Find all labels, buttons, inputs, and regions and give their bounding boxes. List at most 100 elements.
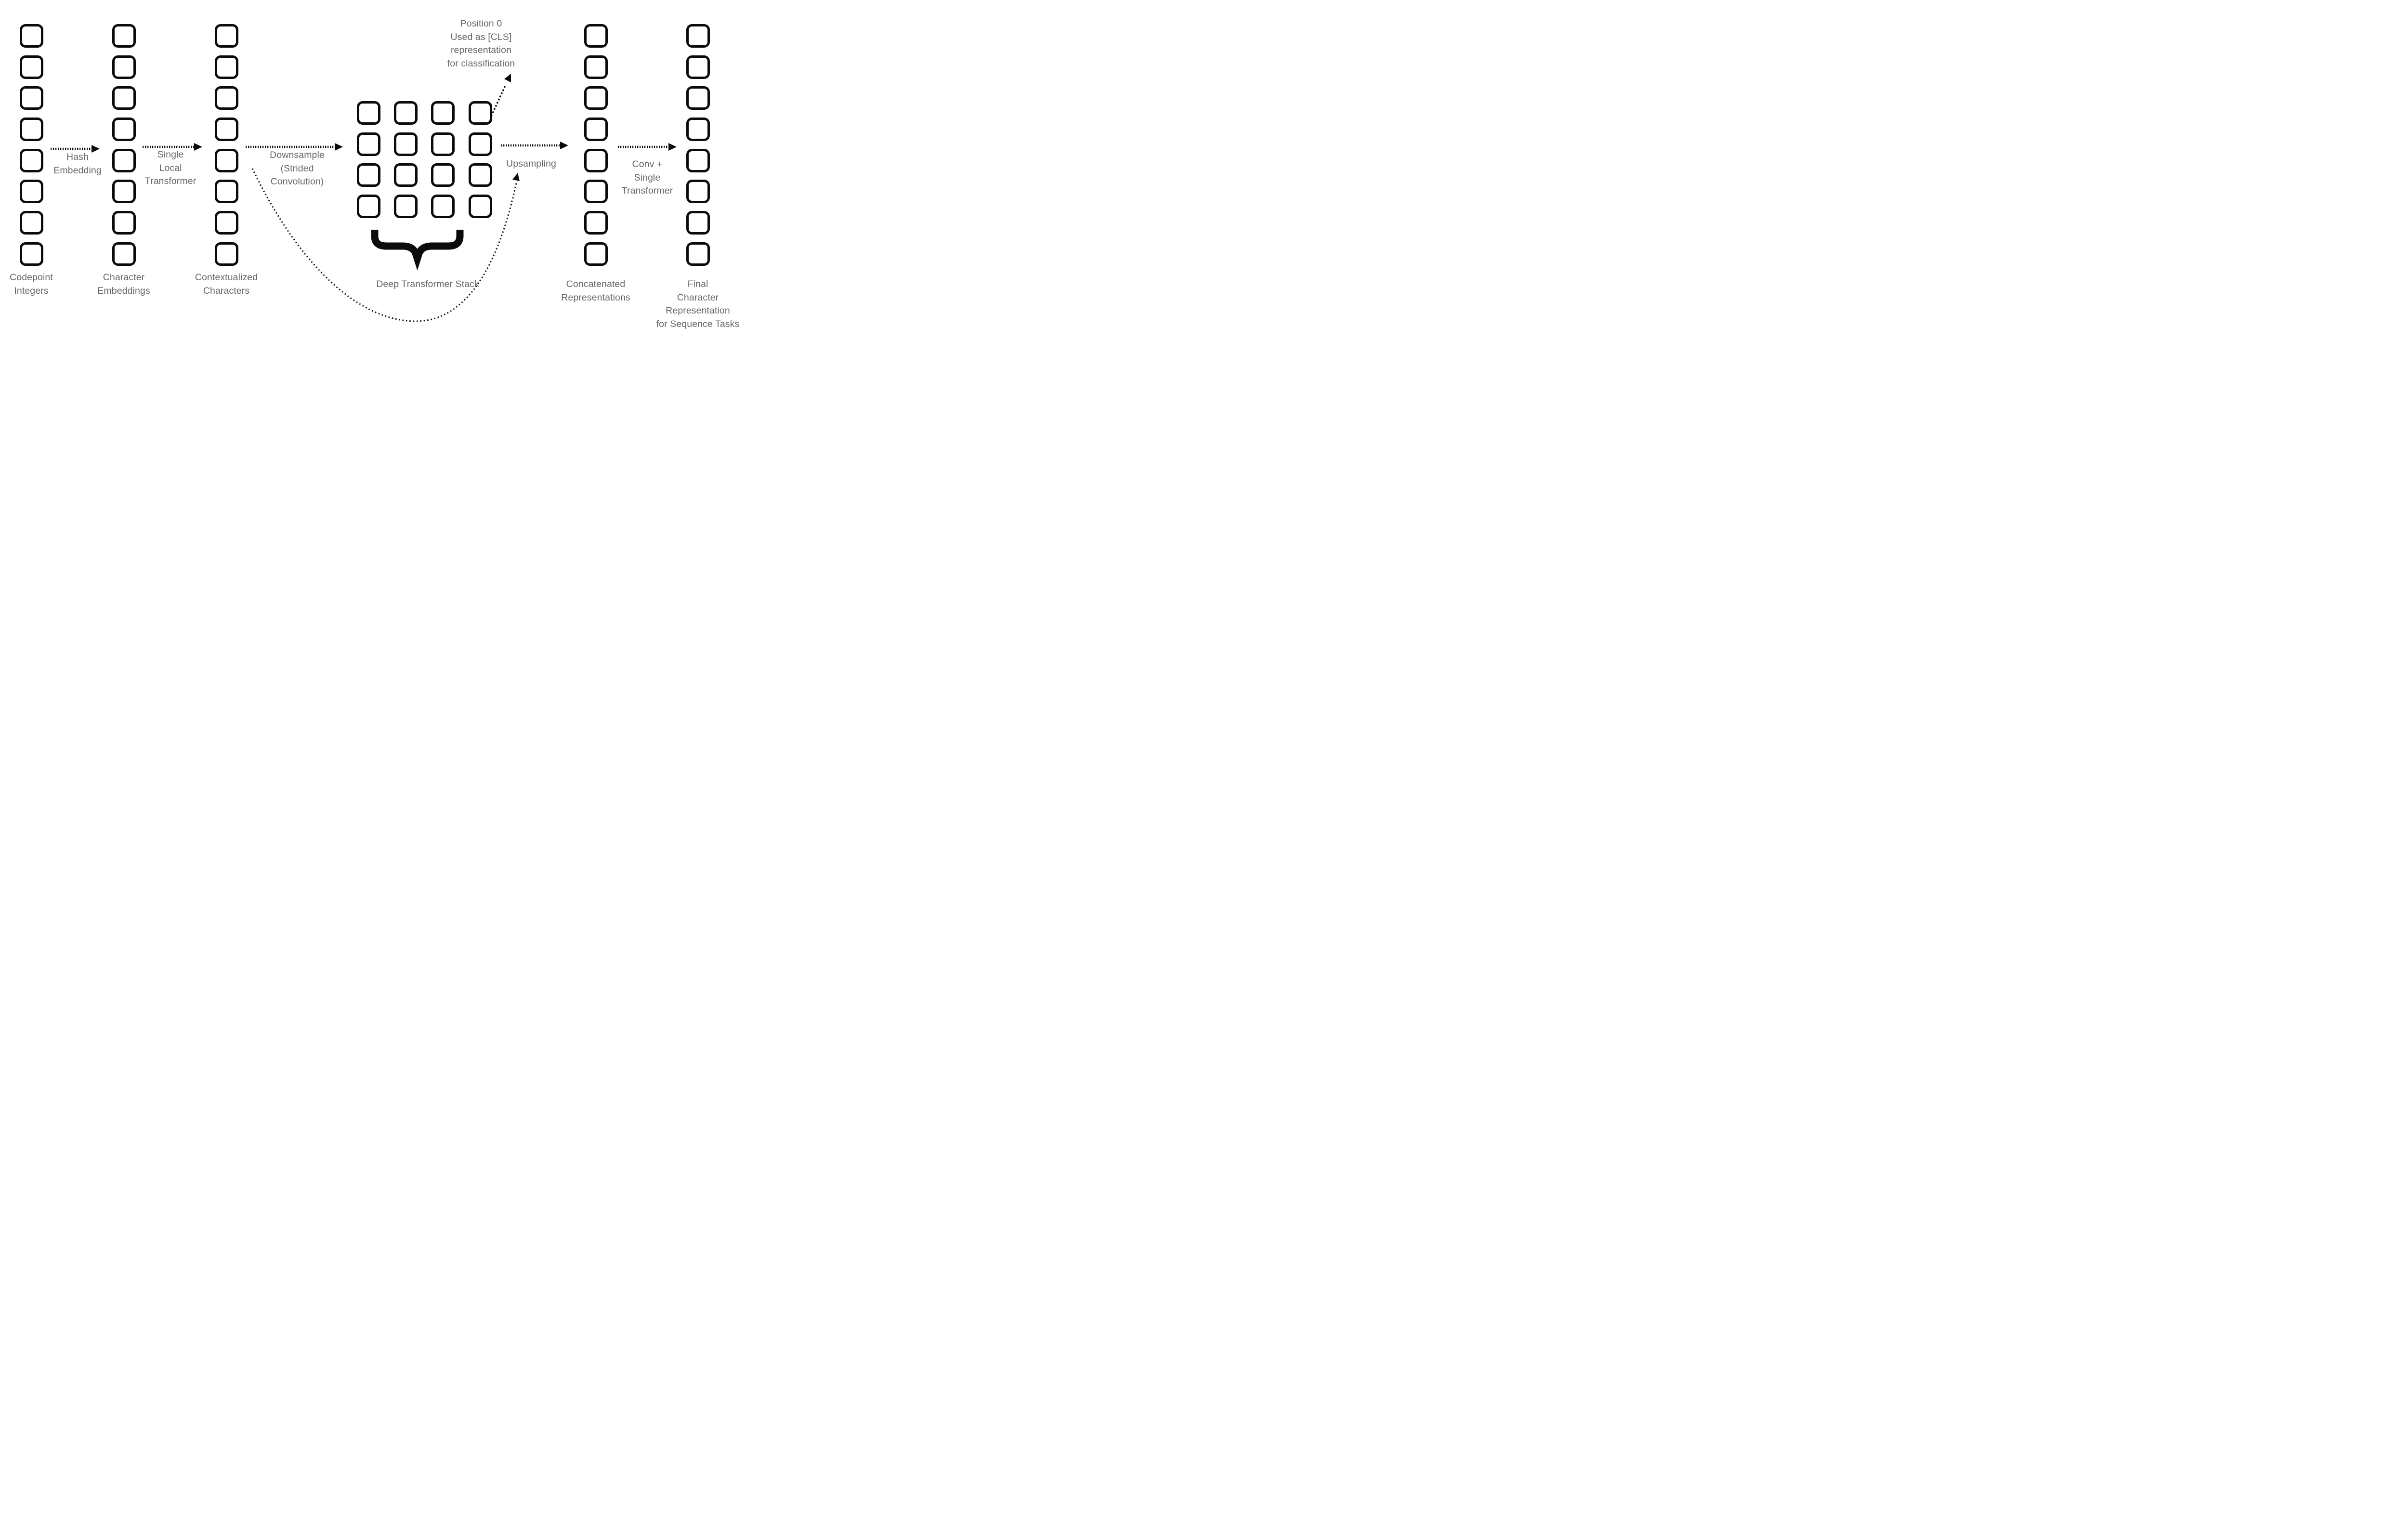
representation-box (584, 211, 608, 235)
representation-box (215, 242, 238, 266)
representation-box (686, 242, 710, 266)
single-local-transformer-label: Single Local Transformer (132, 148, 209, 188)
representation-box (357, 132, 380, 156)
label-line: Downsample (270, 150, 325, 160)
column-character-embeddings (112, 24, 136, 266)
contextualized-characters-label: Contextualized Characters (169, 271, 284, 298)
representation-box (215, 118, 238, 142)
representation-box (394, 101, 418, 125)
conv-single-transformer-label: Conv + Single Transformer (609, 158, 686, 198)
label-line: Convolution) (270, 176, 324, 187)
representation-box (215, 211, 238, 235)
representation-box (468, 163, 492, 187)
arrowhead-icon (504, 74, 511, 82)
codepoint-integers-label: Codepoint Integers (0, 271, 79, 298)
representation-box (468, 132, 492, 156)
representation-box (394, 132, 418, 156)
representation-box (686, 86, 710, 110)
representation-box (584, 180, 608, 204)
label-line: Representation (666, 305, 730, 316)
representation-box (431, 195, 455, 219)
label-line: Characters (203, 285, 250, 296)
representation-box (112, 242, 136, 266)
label-line: Concatenated (566, 279, 626, 289)
label-line: Contextualized (195, 272, 258, 283)
representation-box (584, 118, 608, 142)
representation-box (686, 55, 710, 79)
deep-transformer-stack-label: Deep Transformer Stack (376, 279, 479, 289)
representation-box (584, 148, 608, 172)
representation-box (20, 211, 43, 235)
label-line: Hash (66, 152, 89, 162)
label-line: Single (634, 172, 661, 183)
downsample-label: Downsample (Strided Convolution) (247, 149, 348, 189)
representation-box (584, 24, 608, 48)
column-concatenated-representations (584, 24, 608, 266)
label-line: Representations (561, 292, 630, 303)
label-line: Embedding (53, 165, 102, 176)
upsampling-label: Upsampling (506, 158, 556, 169)
representation-box (112, 148, 136, 172)
representation-box (584, 55, 608, 79)
representation-box (20, 242, 43, 266)
label-line: Transformer (144, 176, 196, 186)
label-line: Embeddings (97, 285, 150, 296)
representation-box (468, 101, 492, 125)
representation-box (215, 55, 238, 79)
character-embeddings-label: Character Embeddings (76, 271, 172, 298)
architecture-diagram: Codepoint Integers Character Embeddings … (0, 0, 740, 341)
representation-box (20, 148, 43, 172)
label-line: representation (450, 45, 512, 55)
hash-embedding-label: Hash Embedding (39, 151, 116, 177)
representation-box (686, 24, 710, 48)
representation-box (357, 163, 380, 187)
representation-box (20, 180, 43, 204)
representation-box (215, 148, 238, 172)
representation-box (112, 211, 136, 235)
representation-box (20, 24, 43, 48)
representation-box (431, 132, 455, 156)
representation-box (394, 195, 418, 219)
label-line: Position 0 (460, 18, 502, 29)
label-line: Character (677, 292, 719, 303)
label-line: Codepoint (10, 272, 53, 283)
representation-box (20, 118, 43, 142)
representation-box (468, 195, 492, 219)
representation-box (686, 148, 710, 172)
column-codepoint-integers (20, 24, 43, 266)
representation-box (394, 163, 418, 187)
label-line: for classification (447, 58, 515, 69)
conv-single-transformer-arrow (618, 143, 677, 151)
column-final-character-representation (686, 24, 710, 266)
representation-box (431, 163, 455, 187)
label-line: for Sequence Tasks (656, 318, 740, 329)
representation-box (112, 118, 136, 142)
label-line: Used as [CLS] (450, 31, 512, 42)
representation-box (20, 55, 43, 79)
label-line: Integers (14, 285, 49, 296)
representation-box (215, 86, 238, 110)
label-line: Conv + (632, 159, 663, 170)
representation-box (686, 180, 710, 204)
representation-box (215, 180, 238, 204)
representation-box (20, 86, 43, 110)
representation-box (686, 118, 710, 142)
underbrace-icon (371, 230, 464, 271)
column-contextualized-characters (215, 24, 238, 266)
label-line: Final (687, 279, 708, 289)
concatenated-representations-label: Concatenated Representations (538, 278, 654, 304)
representation-box (357, 101, 380, 125)
final-character-representation-label: Final Character Representation for Seque… (642, 278, 740, 331)
label-line: Local (159, 162, 182, 173)
representation-box (584, 86, 608, 110)
representation-box (112, 55, 136, 79)
arrowhead-icon (668, 143, 677, 151)
representation-box (112, 180, 136, 204)
label-line: Character (103, 272, 145, 283)
upsampling-arrow (501, 142, 568, 149)
representation-box (112, 86, 136, 110)
label-line: Transformer (621, 185, 673, 196)
representation-box (431, 101, 455, 125)
label-line: (Strided (280, 163, 314, 174)
label-line: Single (157, 149, 184, 160)
